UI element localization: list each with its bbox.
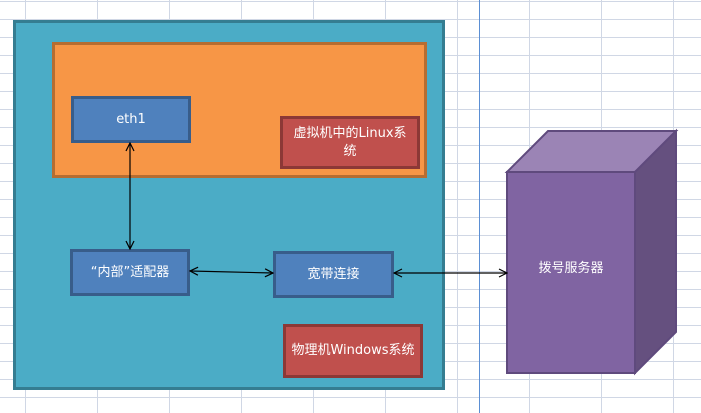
page-break-line [479,0,480,413]
broadband-connection-label: 宽带连接 [307,266,360,282]
host-windows-label: 物理机Windows系统 [291,343,415,358]
server-side-face [634,128,677,376]
eth1-label: eth1 [116,111,146,127]
broadband-connection-node[interactable]: 宽带连接 [273,251,394,298]
dial-server-cube[interactable] [504,128,679,376]
internal-adapter-label: “内部”适配器 [90,264,170,280]
vm-linux-label-box[interactable]: 虚拟机中的Linux系统 [280,116,420,169]
vm-linux-label: 虚拟机中的Linux系统 [293,125,407,159]
internal-adapter-node[interactable]: “内部”适配器 [70,249,190,296]
dial-server-label: 拨号服务器 [538,261,604,276]
server-top-face [504,130,679,173]
eth1-node[interactable]: eth1 [71,96,191,143]
host-windows-label-box[interactable]: 物理机Windows系统 [283,324,423,378]
